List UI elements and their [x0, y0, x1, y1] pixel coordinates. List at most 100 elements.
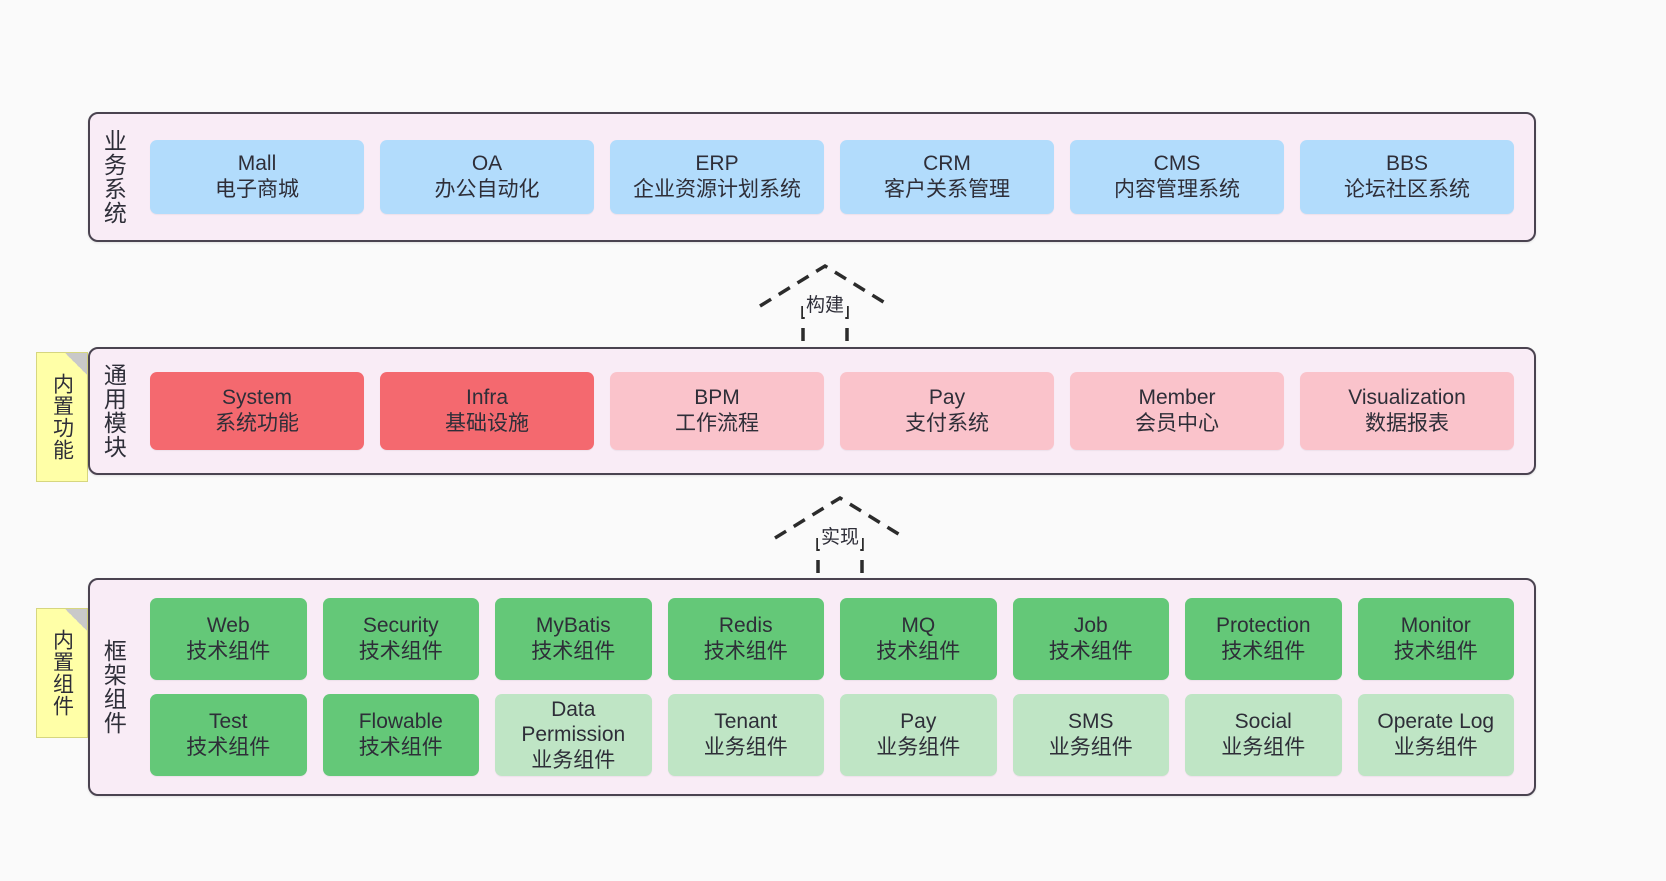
layer-title-business-system: 业务系统: [100, 129, 127, 225]
folded-corner-icon: [65, 353, 87, 375]
layer-title-framework-component: 框架组件: [100, 639, 127, 735]
card-subtitle: 业务组件: [1048, 736, 1133, 759]
card-job[interactable]: Job 技术组件: [1012, 598, 1169, 680]
card-subtitle: 论坛社区系统: [1344, 178, 1470, 201]
card-redis[interactable]: Redis 技术组件: [667, 598, 824, 680]
arrowhead-outline: [759, 263, 891, 308]
card-title: Social: [1234, 710, 1292, 734]
card-row: Test 技术组件 Flowable 技术组件 Data Permission …: [142, 694, 1522, 776]
card-title: SMS: [1067, 710, 1114, 734]
card-title: Operate Log: [1377, 710, 1495, 734]
card-subtitle: 技术组件: [358, 640, 443, 663]
card-pay-business[interactable]: Pay 业务组件: [840, 694, 997, 776]
card-bpm[interactable]: BPM 工作流程: [610, 372, 824, 450]
card-oa[interactable]: OA 办公自动化: [380, 140, 594, 214]
card-title: Job: [1073, 614, 1108, 638]
layer-body-framework-component: Web 技术组件 Security 技术组件 MyBatis 技术组件 Redi…: [136, 580, 1534, 794]
card-title: Pay: [928, 386, 966, 410]
card-social[interactable]: Social 业务组件: [1185, 694, 1342, 776]
card-title: BPM: [694, 386, 740, 410]
card-subtitle: 工作流程: [675, 412, 759, 435]
card-tenant[interactable]: Tenant 业务组件: [667, 694, 824, 776]
card-subtitle: 技术组件: [1048, 640, 1133, 663]
layer-business-system: 业务系统 Mall 电子商城 OA 办公自动化 ERP 企业资源计划系统 CRM…: [88, 112, 1536, 242]
arrowhead-outline: [774, 495, 906, 540]
card-subtitle: 技术组件: [531, 640, 616, 663]
card-pay[interactable]: Pay 支付系统: [840, 372, 1054, 450]
layer-body-common-module: System 系统功能 Infra 基础设施 BPM 工作流程 Pay 支付系统…: [136, 349, 1534, 473]
layer-framework-component: 框架组件 Web 技术组件 Security 技术组件 MyBatis 技术组件…: [88, 578, 1536, 796]
card-title: CRM: [923, 152, 971, 176]
card-visualization[interactable]: Visualization 数据报表: [1300, 372, 1514, 450]
card-protection[interactable]: Protection 技术组件: [1185, 598, 1342, 680]
card-title: Protection: [1215, 614, 1311, 638]
card-infra[interactable]: Infra 基础设施: [380, 372, 594, 450]
card-flowable[interactable]: Flowable 技术组件: [322, 694, 479, 776]
card-mq[interactable]: MQ 技术组件: [840, 598, 997, 680]
card-title: Data Permission: [521, 697, 626, 747]
note-text: 内置组件: [50, 629, 74, 717]
card-erp[interactable]: ERP 企业资源计划系统: [610, 140, 824, 214]
card-crm[interactable]: CRM 客户关系管理: [840, 140, 1054, 214]
card-subtitle: 内容管理系统: [1114, 178, 1240, 201]
card-subtitle: 业务组件: [1393, 736, 1478, 759]
card-subtitle: 业务组件: [703, 736, 788, 759]
card-subtitle: 技术组件: [703, 640, 788, 663]
card-mall[interactable]: Mall 电子商城: [150, 140, 364, 214]
connector-build-label: 构建: [803, 290, 848, 317]
card-title: Web: [206, 614, 250, 638]
card-monitor[interactable]: Monitor 技术组件: [1357, 598, 1514, 680]
card-title: BBS: [1385, 152, 1429, 176]
card-subtitle: 业务组件: [531, 748, 616, 772]
card-subtitle: 电子商城: [215, 178, 299, 201]
card-operate-log[interactable]: Operate Log 业务组件: [1357, 694, 1514, 776]
card-title: CMS: [1153, 152, 1201, 176]
card-subtitle: 业务组件: [1221, 736, 1306, 759]
card-title: MyBatis: [535, 614, 611, 638]
card-subtitle: 技术组件: [876, 640, 961, 663]
card-title: Flowable: [358, 710, 443, 734]
card-subtitle: 会员中心: [1135, 412, 1219, 435]
layer-common-module: 通用模块 System 系统功能 Infra 基础设施 BPM 工作流程 Pay…: [88, 347, 1536, 475]
card-subtitle: 支付系统: [905, 412, 989, 435]
card-member[interactable]: Member 会员中心: [1070, 372, 1284, 450]
card-system[interactable]: System 系统功能: [150, 372, 364, 450]
card-title: Pay: [900, 710, 937, 734]
card-subtitle: 办公自动化: [434, 178, 540, 201]
card-bbs[interactable]: BBS 论坛社区系统: [1300, 140, 1514, 214]
folded-corner-icon: [65, 609, 87, 631]
note-builtin-feature: 内置功能: [36, 352, 88, 482]
card-subtitle: 技术组件: [358, 736, 443, 759]
card-security[interactable]: Security 技术组件: [322, 598, 479, 680]
card-subtitle: 数据报表: [1365, 412, 1449, 435]
card-title: OA: [471, 152, 503, 176]
connector-build: 构建: [755, 258, 905, 348]
card-row: System 系统功能 Infra 基础设施 BPM 工作流程 Pay 支付系统…: [142, 372, 1522, 450]
note-builtin-component: 内置组件: [36, 608, 88, 738]
card-title: Mall: [237, 152, 277, 176]
layer-title-common-module: 通用模块: [100, 363, 127, 459]
card-test[interactable]: Test 技术组件: [150, 694, 307, 776]
note-text: 内置功能: [50, 373, 74, 461]
card-subtitle: 技术组件: [186, 640, 271, 663]
connector-implement: 实现: [770, 490, 920, 580]
card-cms[interactable]: CMS 内容管理系统: [1070, 140, 1284, 214]
card-sms[interactable]: SMS 业务组件: [1012, 694, 1169, 776]
connector-implement-label: 实现: [818, 522, 863, 549]
card-title: MQ: [901, 614, 936, 638]
layer-body-business-system: Mall 电子商城 OA 办公自动化 ERP 企业资源计划系统 CRM 客户关系…: [136, 114, 1534, 240]
card-subtitle: 技术组件: [1393, 640, 1478, 663]
card-mybatis[interactable]: MyBatis 技术组件: [495, 598, 652, 680]
card-data-permission[interactable]: Data Permission 业务组件: [495, 694, 652, 776]
card-row: Mall 电子商城 OA 办公自动化 ERP 企业资源计划系统 CRM 客户关系…: [142, 140, 1522, 214]
card-title: System: [221, 386, 292, 410]
card-subtitle: 企业资源计划系统: [633, 178, 801, 201]
card-title: Infra: [465, 386, 509, 410]
card-web[interactable]: Web 技术组件: [150, 598, 307, 680]
card-title: Security: [362, 614, 439, 638]
card-subtitle: 客户关系管理: [884, 178, 1010, 201]
card-title: Monitor: [1400, 614, 1471, 638]
card-title: Test: [208, 710, 248, 734]
card-subtitle: 技术组件: [1221, 640, 1306, 663]
